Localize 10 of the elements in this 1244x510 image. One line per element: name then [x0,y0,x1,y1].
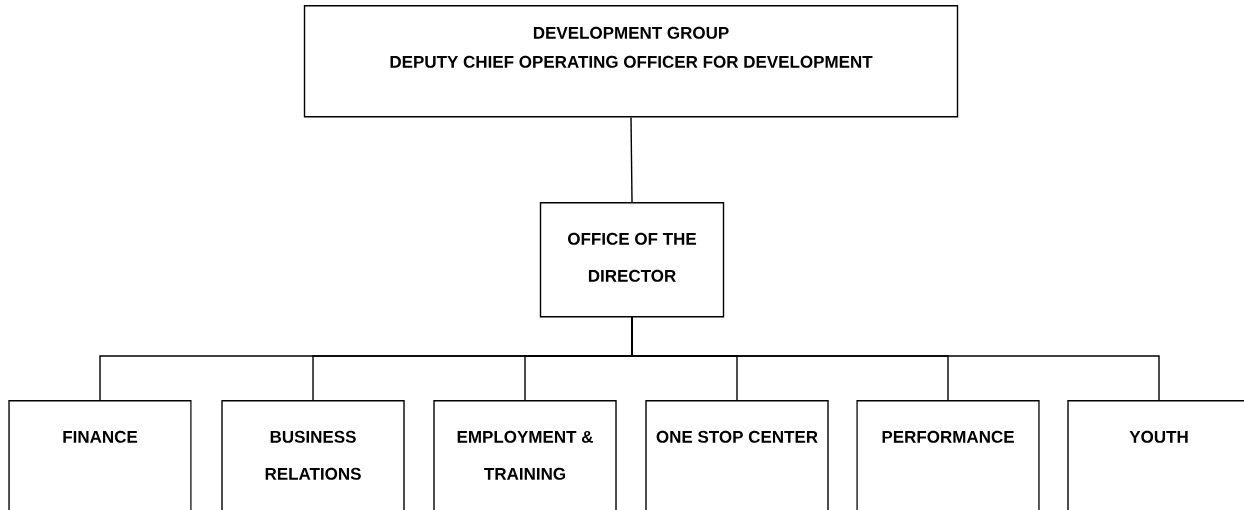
director-box: OFFICE OF THE DIRECTOR [539,202,725,318]
group-box: DEVELOPMENT GROUP DEPUTY CHIEF OPERATING OFFICER FOR DEVELOPMENT [303,5,959,118]
connector-line [630,116,633,203]
department-box: ONE STOP CENTER [645,400,829,510]
department-box: BUSINESS RELATIONS [221,400,405,510]
department-box: EMPLOYMENT & TRAINING [433,400,617,510]
department-box: FINANCE [8,400,192,510]
connector-line [631,316,1160,401]
department-box: PERFORMANCE [856,400,1040,510]
department-box: YOUTH [1067,400,1244,510]
